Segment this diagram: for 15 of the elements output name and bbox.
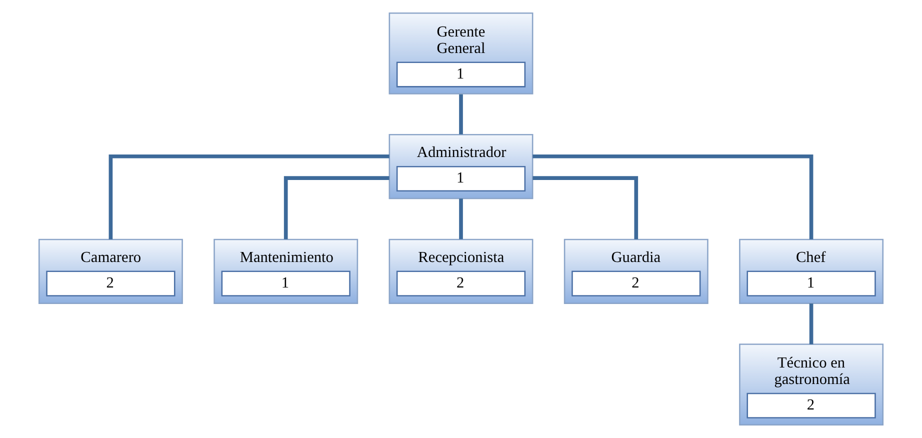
node-box: Gerente General 1 (388, 12, 534, 94)
node-box: Camarero 2 (38, 238, 183, 304)
connector (284, 176, 390, 240)
node-box: Mantenimiento 1 (214, 238, 358, 304)
node-box: Chef 1 (739, 238, 884, 304)
connector (459, 94, 463, 134)
node-box: Técnico en gastronomía 2 (739, 344, 884, 426)
connector (108, 154, 390, 240)
node-box: Administrador 1 (388, 134, 534, 200)
node-box: Recepcionista 2 (388, 238, 534, 304)
connector (532, 154, 814, 240)
connector (532, 176, 638, 240)
connector (809, 304, 814, 344)
node-box: Guardia 2 (564, 238, 708, 304)
connector (459, 198, 463, 240)
